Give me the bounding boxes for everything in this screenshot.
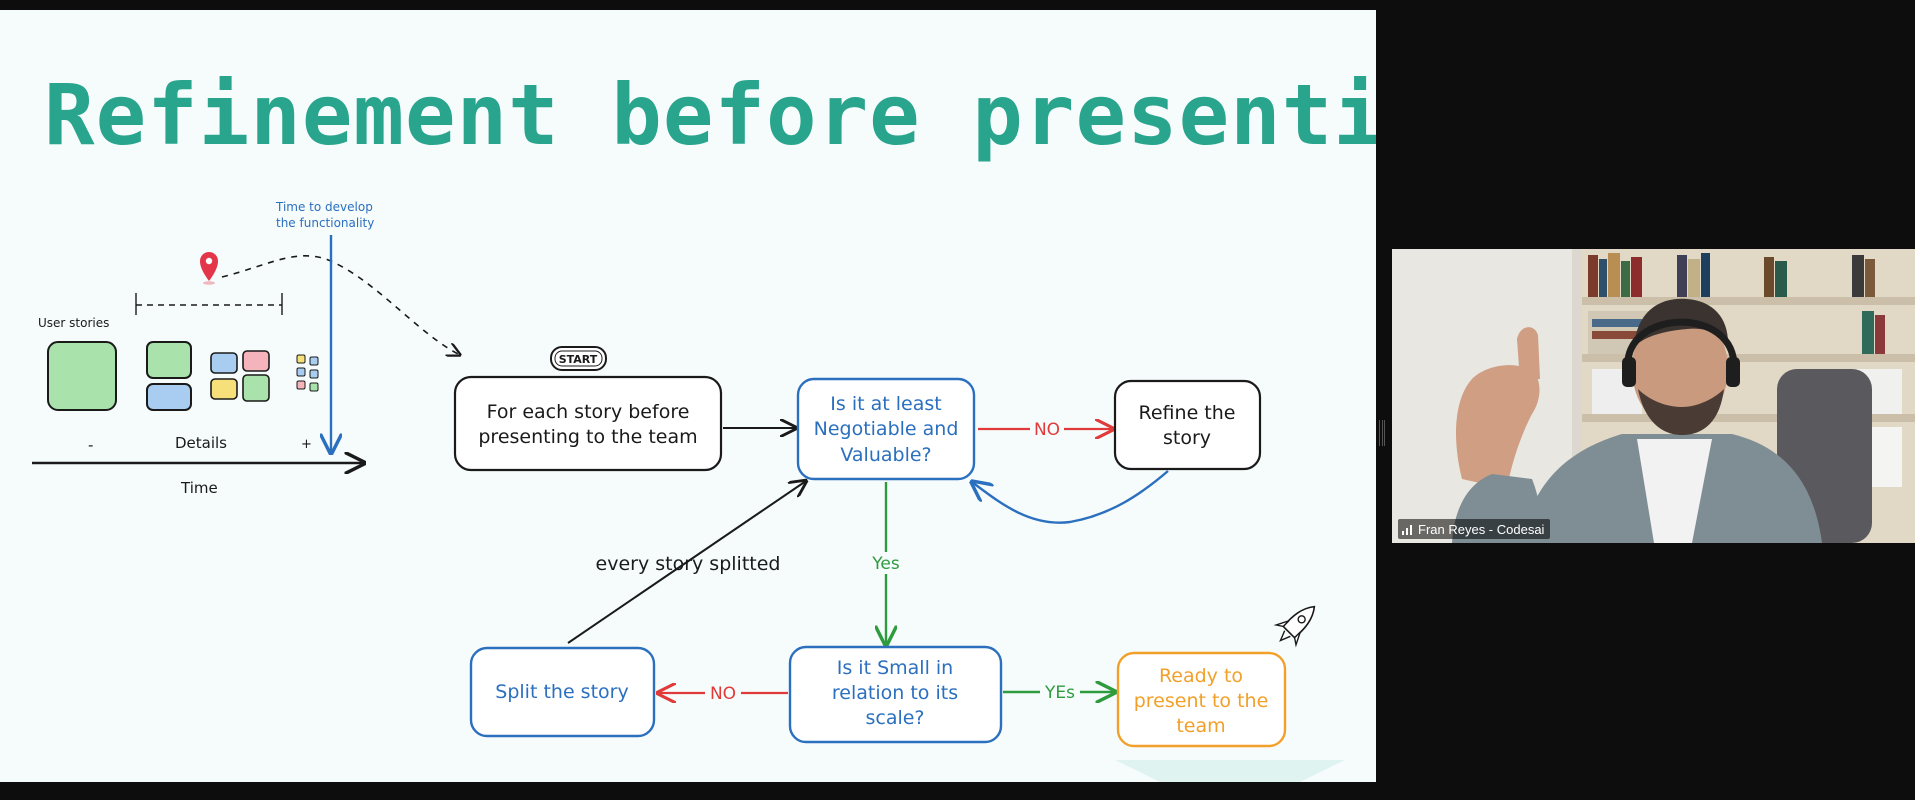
details-label: Details [175, 434, 227, 452]
small-text: Is it Small in [837, 657, 953, 679]
story-card-small [242, 374, 270, 402]
refine-text: Refine the [1139, 402, 1236, 424]
yes-label-down: Yes [871, 554, 900, 574]
no-label-top: NO [1034, 420, 1060, 440]
dashed-connector [221, 255, 460, 355]
user-stories-label: User stories [38, 316, 109, 330]
presentation-slide: Refinement before presenting Time to dev… [0, 10, 1376, 782]
story-card-medium [146, 341, 192, 379]
story-card-large [47, 341, 117, 411]
story-card-tiny-group [296, 354, 319, 392]
story-card-small [210, 378, 238, 400]
participant-name-badge: Fran Reyes - Codesai [1398, 519, 1551, 539]
rocket-icon [1273, 605, 1316, 648]
story-card-small [242, 350, 270, 372]
refinement-diagram: Time to develop the functionality User s… [32, 200, 1345, 782]
location-pin-icon [200, 252, 218, 285]
flowchart: START For each story before presenting t… [453, 346, 1345, 782]
time-to-develop-label-2: the functionality [276, 216, 374, 230]
no-label-bottom: NO [710, 684, 736, 704]
participant-video-feed [1392, 249, 1915, 543]
refine-story-box [1113, 379, 1262, 471]
start-pill [550, 346, 607, 371]
participant-video-tile[interactable]: Fran Reyes - Codesai [1392, 249, 1915, 543]
decorative-shape [1115, 760, 1345, 782]
arrow-refine-back [972, 470, 1169, 524]
for-each-story-text: For each story before [487, 401, 690, 423]
small-text-2: relation to its [832, 682, 958, 704]
negotiable-text-2: Negotiable and [814, 418, 959, 440]
negotiable-text-3: Valuable? [840, 444, 931, 466]
signal-bars-icon [1402, 524, 1412, 535]
small-text-3: scale? [865, 707, 924, 729]
start-label: START [559, 353, 598, 366]
details-minus: - [88, 436, 93, 454]
split-story-box [469, 646, 656, 738]
ready-to-present-box [1116, 651, 1287, 748]
time-to-develop-label: Time to develop [275, 200, 373, 214]
story-card-medium [146, 383, 192, 411]
panel-resize-handle[interactable] [1379, 420, 1386, 446]
negotiable-text: Is it at least [830, 393, 941, 415]
yes-label-right: YEs [1044, 683, 1075, 703]
ready-text: Ready to [1159, 665, 1243, 687]
small-scale-box [788, 645, 1003, 744]
bracket [135, 293, 283, 315]
every-story-splitted-label: every story splitted [596, 553, 781, 575]
arrow-split-back [567, 481, 806, 644]
split-text: Split the story [495, 681, 628, 703]
for-each-story-box [453, 375, 723, 472]
details-plus: + [301, 437, 312, 452]
story-card-small [210, 352, 238, 374]
ready-text-2: present to the [1134, 690, 1269, 712]
time-label: Time [180, 479, 218, 497]
participant-name: Fran Reyes - Codesai [1418, 521, 1545, 537]
ready-text-3: team [1176, 715, 1225, 737]
negotiable-valuable-box [796, 377, 976, 481]
for-each-story-text-2: presenting to the team [478, 426, 697, 448]
slide-title: Refinement before presenting [44, 66, 1376, 164]
timeline-illustration: Time to develop the functionality User s… [32, 200, 460, 497]
refine-text-2: story [1163, 427, 1211, 449]
